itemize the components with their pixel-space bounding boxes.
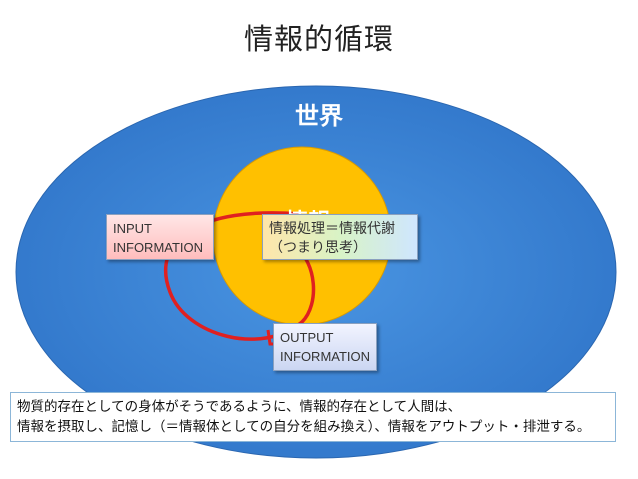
- caption-line-2: 情報を摂取し、記憶し（＝情報体としての自分を組み換え）、情報をアウトプット・排泄…: [17, 419, 591, 434]
- input-line-2: INFORMATION: [113, 240, 204, 255]
- world-label: 世界: [295, 102, 343, 130]
- caption-box: 物質的存在としての身体がそうであるように、情報的存在として人間は、 情報を摂取し…: [10, 392, 616, 442]
- processing-box: 情報処理＝情報代謝 （つまり思考）: [262, 214, 418, 260]
- output-information-box: OUTPUT INFORMATION: [273, 323, 377, 371]
- output-line-1: OUTPUT: [280, 330, 334, 345]
- input-information-box: INPUT INFORMATION: [106, 214, 214, 260]
- processing-line-2: （つまり思考）: [269, 239, 367, 255]
- diagram-title: 情報的循環: [243, 22, 394, 56]
- caption-line-1: 物質的存在としての身体がそうであるように、情報的存在として人間は、: [17, 399, 462, 414]
- input-line-1: INPUT: [113, 221, 152, 236]
- processing-line-1: 情報処理＝情報代謝: [269, 220, 395, 236]
- output-line-2: INFORMATION: [280, 349, 371, 364]
